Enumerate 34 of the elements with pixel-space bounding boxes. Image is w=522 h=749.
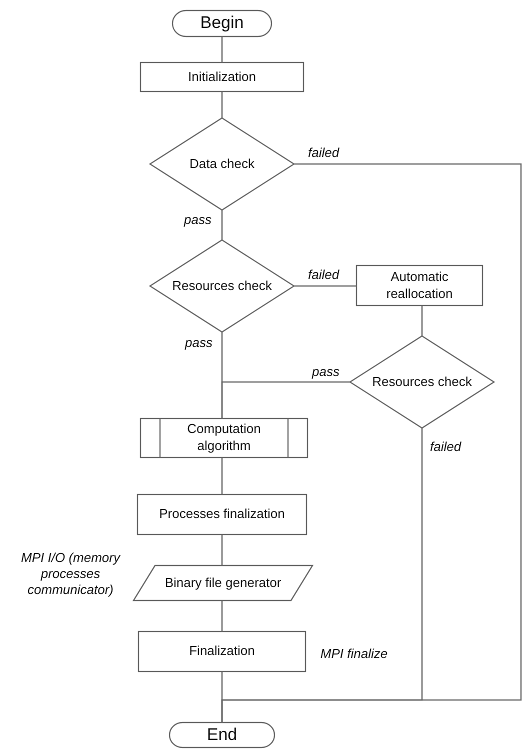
process-box bbox=[137, 494, 307, 535]
node-text: Resources check bbox=[372, 374, 472, 390]
decision-diamond bbox=[150, 118, 294, 210]
annotation-text: MPI I/O (memory processes communicator) bbox=[20, 548, 122, 600]
connector-line bbox=[221, 92, 223, 118]
node-text: Data check bbox=[189, 156, 255, 172]
connector-line bbox=[421, 306, 423, 336]
node-text: Resources check bbox=[172, 278, 272, 294]
terminal-shape bbox=[169, 722, 275, 748]
node-text: Finalization bbox=[189, 643, 255, 660]
decision-diamond bbox=[150, 240, 294, 332]
connector-line bbox=[221, 672, 223, 722]
process-box bbox=[356, 265, 483, 306]
predefined-process-box bbox=[140, 418, 308, 458]
decision-diamond bbox=[350, 336, 494, 428]
process-box bbox=[140, 62, 304, 92]
node-text: Processes finalization bbox=[159, 506, 285, 523]
connector-line bbox=[221, 535, 223, 565]
data-parallelogram bbox=[133, 565, 313, 601]
annotation-text: MPI finalize bbox=[319, 644, 389, 663]
node-text: Computation algorithm bbox=[186, 421, 262, 455]
node-text: Automatic reallocation bbox=[385, 268, 454, 302]
connector-line bbox=[294, 285, 356, 287]
node-text: Binary file generator bbox=[164, 574, 282, 592]
node-text: Initialization bbox=[188, 68, 256, 86]
connector-line bbox=[221, 458, 223, 494]
connector-line bbox=[221, 210, 223, 240]
connector-line bbox=[221, 601, 223, 631]
node-text: End bbox=[206, 724, 238, 746]
connector-line bbox=[221, 381, 350, 418]
node-text: Begin bbox=[200, 12, 244, 34]
terminal-shape bbox=[172, 10, 272, 37]
connector-line bbox=[221, 37, 223, 62]
process-box bbox=[138, 631, 306, 672]
